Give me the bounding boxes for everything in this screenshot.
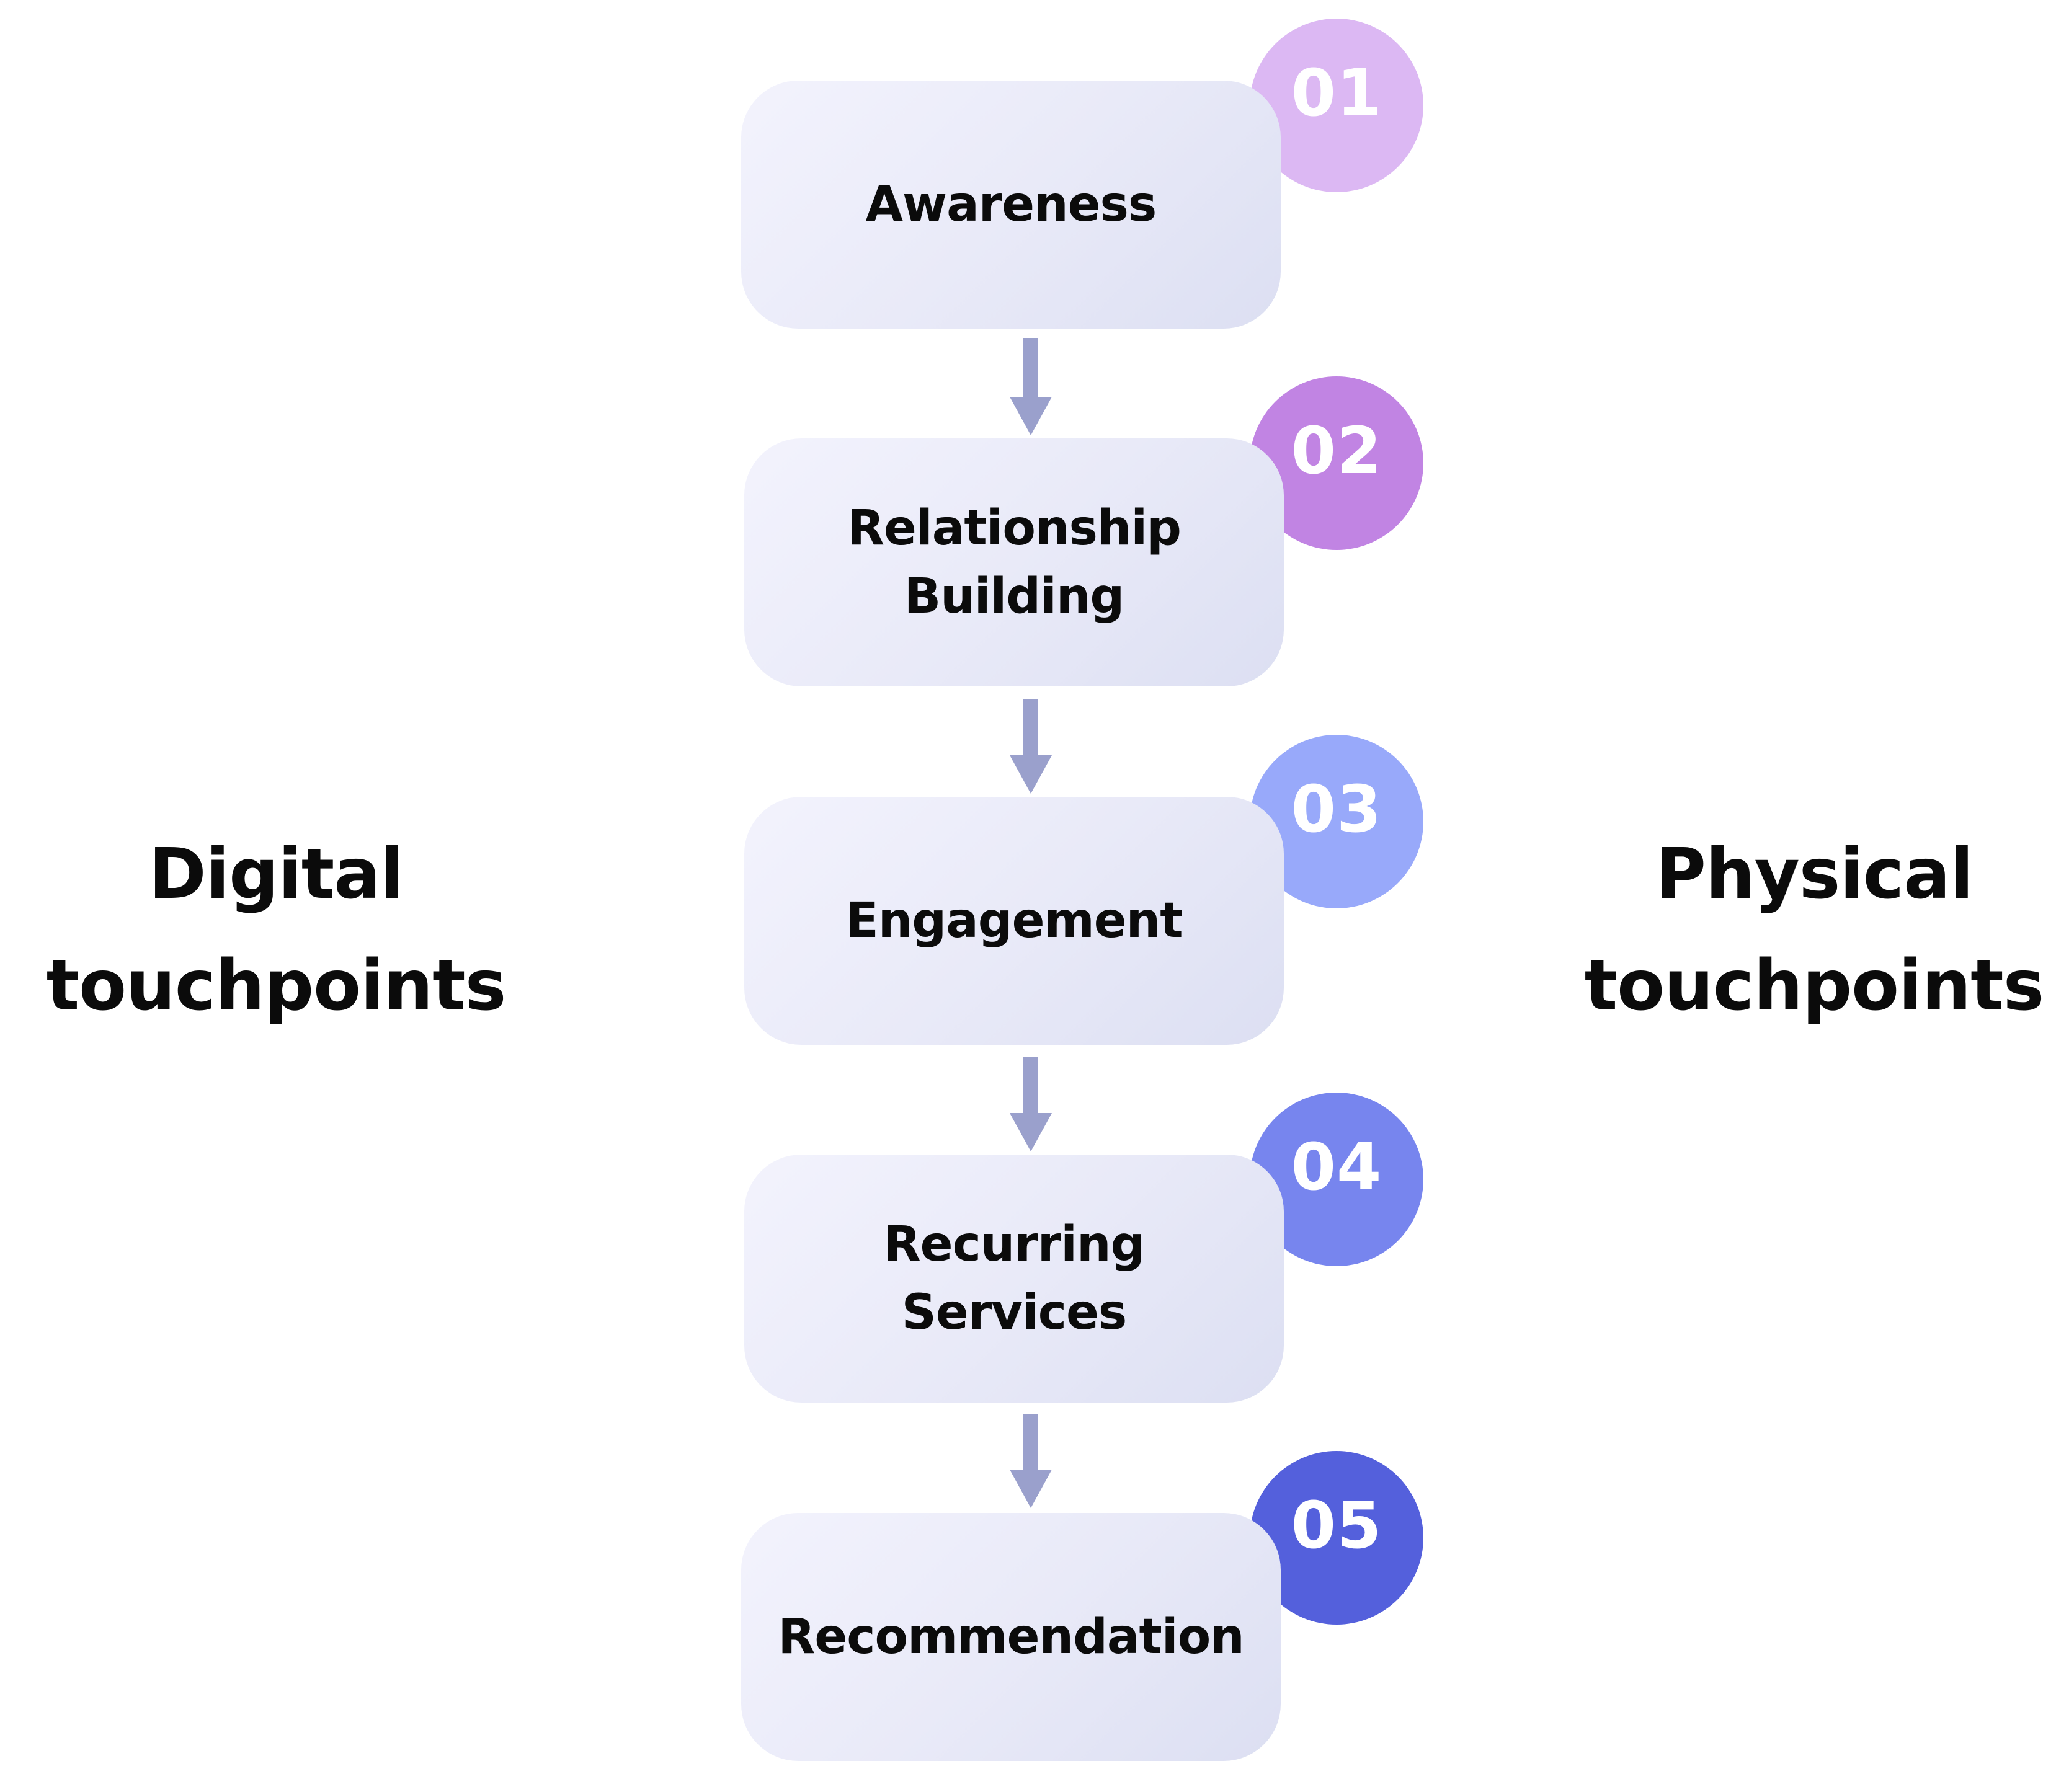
step-3-engagement-box: Engagement	[744, 797, 1284, 1045]
physical-label-line2: touchpoints	[1584, 946, 2045, 1026]
physical-touchpoints-label: Physical touchpoints	[1535, 818, 2056, 1042]
digital-label-line2: touchpoints	[46, 946, 507, 1026]
step-4-recurring-services-box: Recurring Services	[744, 1155, 1284, 1403]
step-2-number: 02	[1291, 413, 1382, 489]
step-2-relationship-building-box: Relationship Building	[744, 438, 1284, 686]
step-4-number: 04	[1291, 1129, 1382, 1205]
arrow-3-to-4	[1010, 1057, 1052, 1151]
step-2-label-line2: Building	[904, 569, 1124, 624]
step-3-label: Engagement	[845, 893, 1183, 949]
step-1-awareness-box: Awareness	[741, 81, 1281, 329]
step-2-label-line1: Relationship	[847, 500, 1182, 556]
step-4-label-line1: Recurring	[883, 1217, 1146, 1272]
physical-label-line1: Physical	[1655, 834, 1974, 915]
step-1-number: 01	[1291, 55, 1382, 131]
digital-label-line1: Digital	[148, 834, 404, 915]
step-4-label-line2: Services	[901, 1285, 1128, 1341]
arrow-2-to-3	[1010, 699, 1052, 794]
digital-touchpoints-label: Digital touchpoints	[0, 818, 555, 1042]
step-3-number: 03	[1291, 771, 1382, 847]
step-1-label: Awareness	[865, 177, 1157, 233]
step-5-label: Recommendation	[778, 1609, 1244, 1665]
step-5-recommendation-box: Recommendation	[741, 1513, 1281, 1761]
arrow-1-to-2	[1010, 338, 1052, 435]
arrow-4-to-5	[1010, 1414, 1052, 1508]
step-5-number: 05	[1291, 1488, 1382, 1563]
